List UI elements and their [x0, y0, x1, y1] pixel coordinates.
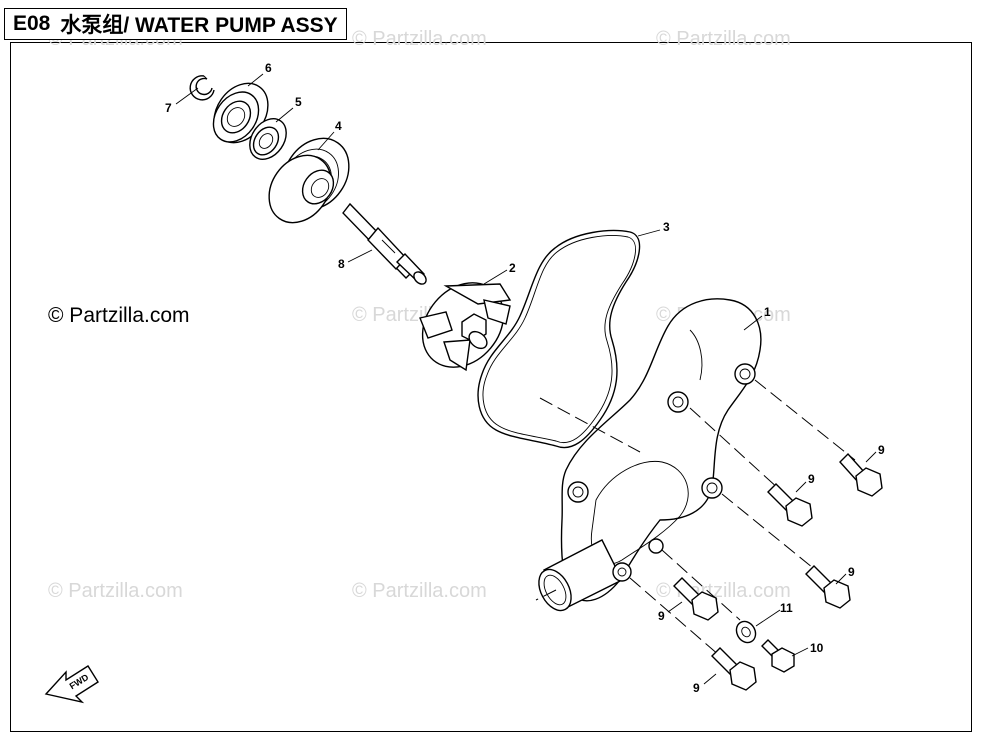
watermark: © Partzilla.com [352, 28, 487, 50]
bolt-axis-line [689, 407, 781, 491]
bolt [767, 483, 813, 527]
copyright-text: © Partzilla.com [48, 304, 190, 327]
watermark: © Partzilla.com [656, 28, 791, 50]
callout-1: 1 [764, 305, 771, 319]
bearing [212, 82, 269, 144]
bolt-axis-line [721, 493, 819, 573]
callout-9: 9 [658, 609, 665, 623]
callout-9: 9 [693, 681, 700, 695]
diagram-frame [10, 42, 972, 732]
callout-3: 3 [663, 220, 670, 234]
callout-4: 4 [335, 119, 342, 133]
callout-8: 8 [338, 257, 345, 271]
leader-lines [175, 73, 877, 685]
diagram-title: E08 水泵组/ WATER PUMP ASSY [4, 8, 347, 40]
mechanical-seal [268, 137, 350, 224]
bolt-axis-line [754, 379, 856, 461]
callout-2: 2 [509, 261, 516, 275]
diagram-title-text: 水泵组/ WATER PUMP ASSY [60, 14, 338, 37]
washer [735, 620, 757, 644]
drain-bolt [761, 639, 795, 673]
bolt-axis-line [661, 549, 741, 621]
oil-seal [249, 118, 287, 160]
callout-11: 11 [780, 601, 793, 615]
fwd-arrow-icon: FWD [44, 665, 99, 704]
pump-cover [538, 298, 762, 612]
callout-9: 9 [808, 472, 815, 486]
callout-9: 9 [878, 443, 885, 457]
axis-line [535, 589, 557, 601]
bolt [711, 647, 757, 691]
callout-5: 5 [295, 95, 302, 109]
diagram-code: E08 [13, 12, 51, 35]
pump-shaft [342, 202, 427, 285]
impeller [419, 282, 512, 372]
callout-10: 10 [810, 641, 824, 655]
bolt [839, 452, 883, 497]
bolt [805, 565, 851, 609]
watermark: © Partzilla.com [352, 580, 487, 602]
callout-7: 7 [165, 101, 172, 115]
circlip [189, 75, 215, 101]
bolt [673, 577, 719, 621]
o-ring-gasket [477, 229, 641, 449]
watermark: © Partzilla.com [48, 580, 183, 602]
callout-9: 9 [848, 565, 855, 579]
callout-6: 6 [265, 61, 272, 75]
